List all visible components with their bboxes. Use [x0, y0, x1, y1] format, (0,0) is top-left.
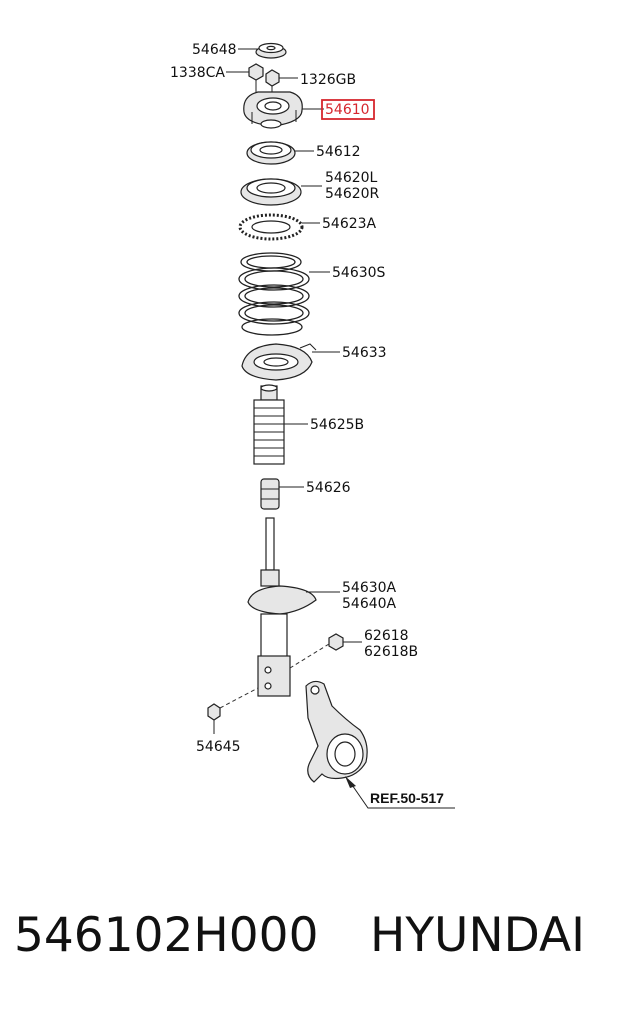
brand-name: HYUNDAI [370, 908, 585, 963]
callout-54620R: 54620R [325, 186, 380, 202]
part-54633-lower-seat [241, 343, 317, 381]
part-54623A-spring-pad [238, 213, 304, 241]
callout-54630A: 54630A [342, 580, 397, 596]
part-54630A-shock-absorber [247, 517, 317, 697]
part-54620-spring-seat [240, 178, 302, 206]
steering-knuckle [305, 680, 368, 783]
callout-54626: 54626 [306, 480, 351, 496]
part-54625B-dust-boot [253, 384, 285, 465]
part-1338CA-nut [248, 63, 264, 94]
ref-arrow-icon [345, 776, 356, 788]
part-54630S-coil-spring [238, 252, 310, 336]
part-54612-bearing [246, 141, 296, 165]
callout-54648: 54648 [192, 42, 237, 58]
caption-bar: 546102H000 HYUNDAI [0, 908, 620, 978]
callout-54612: 54612 [316, 144, 361, 160]
callout-62618: 62618 [364, 628, 409, 644]
callout-54645: 54645 [196, 739, 241, 755]
part-62618-nut [328, 633, 344, 651]
callout-54610: 54610 [325, 102, 370, 118]
part-54626-bump-stop [260, 478, 280, 510]
strut-assembly-diagram: 54648 1338CA 1326GB 54610 54612 54620L 5… [170, 42, 455, 809]
callout-54633: 54633 [342, 345, 387, 361]
callout-54640A: 54640A [342, 596, 397, 612]
callout-1338CA: 1338CA [170, 65, 225, 81]
part-number: 546102H000 [14, 908, 319, 963]
reference-label: REF.50-517 [370, 790, 444, 806]
callout-54625B: 54625B [310, 417, 364, 433]
callout-62618B: 62618B [364, 644, 418, 660]
part-54648-cap [255, 42, 287, 59]
part-54610-strut-mount [243, 91, 303, 129]
part-54645-bolt [207, 703, 221, 734]
callout-1326GB: 1326GB [300, 72, 356, 88]
callout-54630S: 54630S [332, 265, 386, 281]
callout-54623A: 54623A [322, 216, 377, 232]
part-54610-highlight-box [321, 99, 375, 120]
callout-54620L: 54620L [325, 170, 378, 186]
